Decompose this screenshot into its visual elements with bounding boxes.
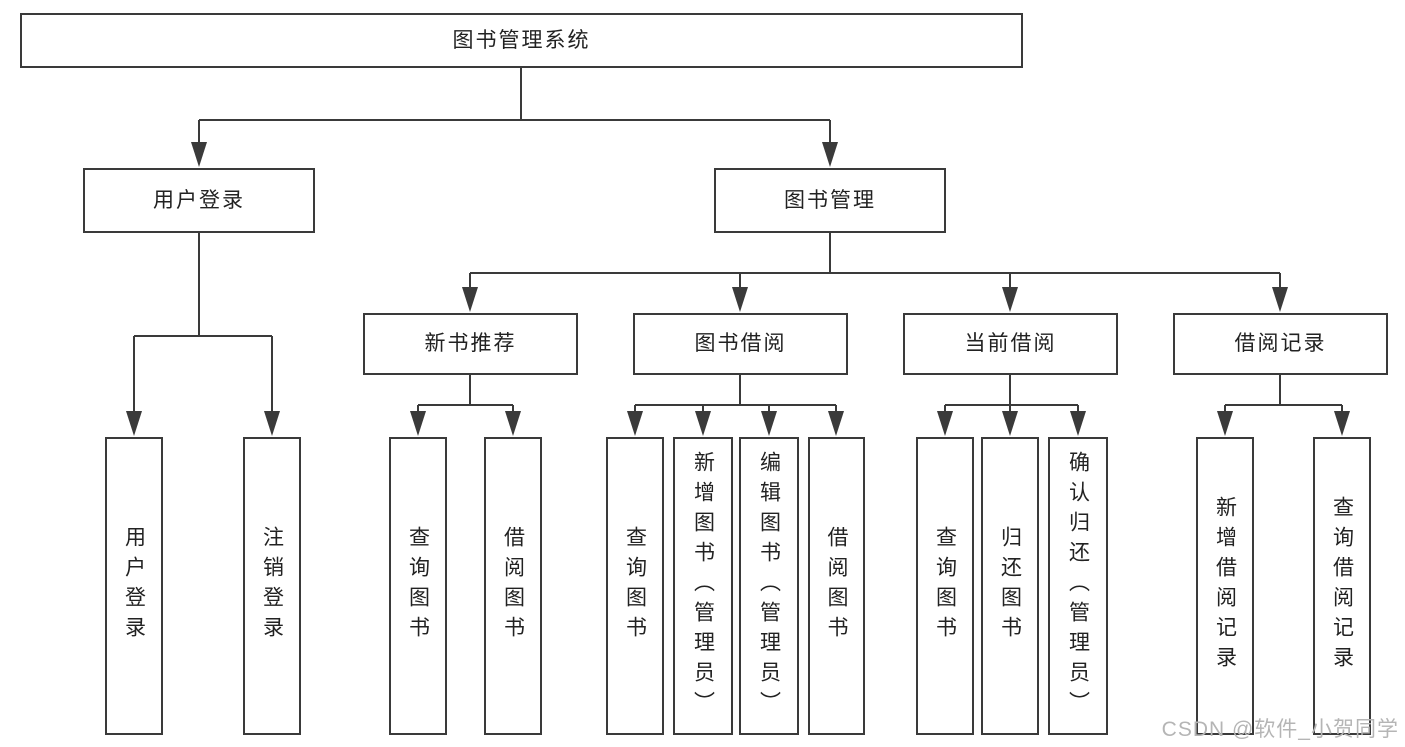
- node-leaf-user-login: 用户登录: [105, 437, 163, 735]
- node-book-borrow: 图书借阅: [633, 313, 848, 375]
- node-leaf-br-query-record: 查询借阅记录: [1313, 437, 1371, 735]
- watermark: CSDN @软件_小贺同学: [1161, 718, 1399, 741]
- node-user-login: 用户登录: [83, 168, 315, 233]
- node-leaf-bb-edit-book-admin: 编辑图书（管理员）: [739, 437, 799, 735]
- node-borrow-records: 借阅记录: [1173, 313, 1388, 375]
- node-leaf-logout: 注销登录: [243, 437, 301, 735]
- node-book-management: 图书管理: [714, 168, 946, 233]
- node-leaf-bb-add-book-admin: 新增图书（管理员）: [673, 437, 733, 735]
- node-leaf-br-add-record: 新增借阅记录: [1196, 437, 1254, 735]
- node-current-borrow: 当前借阅: [903, 313, 1118, 375]
- node-leaf-rec-query-book: 查询图书: [389, 437, 447, 735]
- node-leaf-cb-confirm-return-admin: 确认归还（管理员）: [1048, 437, 1108, 735]
- node-leaf-bb-query-book: 查询图书: [606, 437, 664, 735]
- node-new-book-recommend: 新书推荐: [363, 313, 578, 375]
- node-root: 图书管理系统: [20, 13, 1023, 68]
- node-leaf-rec-borrow-book: 借阅图书: [484, 437, 542, 735]
- node-leaf-cb-query-book: 查询图书: [916, 437, 974, 735]
- node-leaf-bb-borrow-book: 借阅图书: [808, 437, 865, 735]
- node-leaf-cb-return-book: 归还图书: [981, 437, 1039, 735]
